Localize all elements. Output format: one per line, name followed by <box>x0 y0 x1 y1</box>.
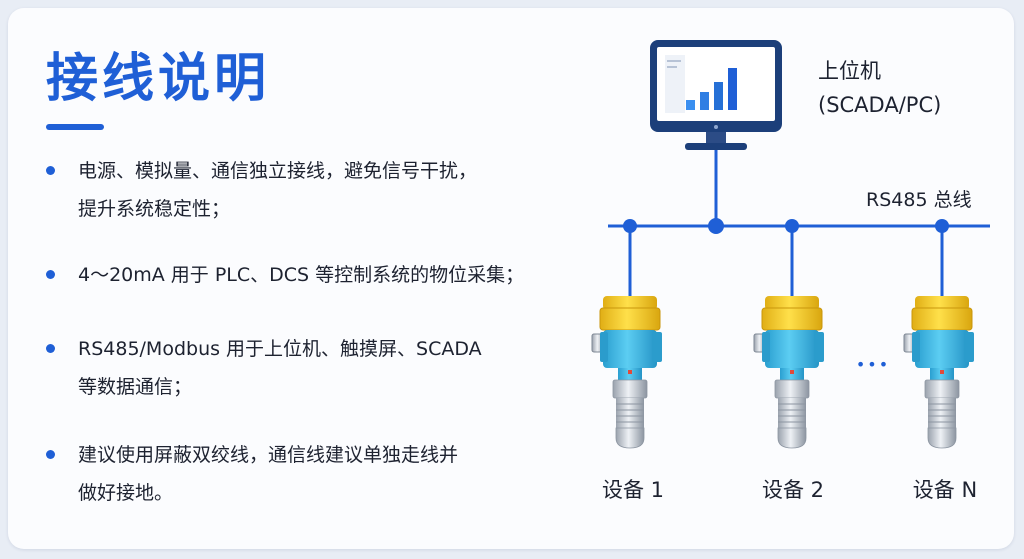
page-title: 接线说明 <box>46 49 271 109</box>
bullet-dot-icon <box>46 450 55 459</box>
title-underline <box>46 124 104 130</box>
bullet-text-line: RS485/Modbus 用于上位机、触摸屏、SCADA <box>78 338 482 360</box>
host-computer-icon <box>650 40 782 150</box>
bullet-text-line: 电源、模拟量、通信独立接线，避免信号干扰， <box>78 160 478 182</box>
bullet-dot-icon <box>46 166 55 175</box>
bus-junction-host <box>708 218 724 234</box>
bullet-dot-icon <box>46 270 55 279</box>
ellipsis-more-devices: ••• <box>856 355 890 374</box>
host-label-line1: 上位机 <box>818 59 881 83</box>
host-label-line2: (SCADA/PC) <box>818 93 941 117</box>
bus-label: RS485 总线 <box>866 189 972 211</box>
device-n-label: 设备 N <box>913 478 977 502</box>
level-transmitter-2-icon <box>753 295 825 449</box>
bullet-text-line: 提升系统稳定性； <box>78 198 231 220</box>
content-card: 接线说明 电源、模拟量、通信独立接线，避免信号干扰， 提升系统稳定性； 4～20… <box>8 8 1014 549</box>
bullet-dot-icon <box>46 344 55 353</box>
device-2-label: 设备 2 <box>762 478 824 502</box>
bullet-text-line: 等数据通信； <box>78 376 193 398</box>
bullet-text-line: 建议使用屏蔽双绞线，通信线建议单独走线并 <box>78 444 459 466</box>
bullet-text-line: 4～20mA 用于 PLC、DCS 等控制系统的物位采集； <box>78 264 525 286</box>
bullet-text-line: 做好接地。 <box>78 482 174 504</box>
level-transmitter-n-icon <box>903 295 975 449</box>
device-1-label: 设备 1 <box>602 478 664 502</box>
level-transmitter-1-icon <box>591 295 663 449</box>
